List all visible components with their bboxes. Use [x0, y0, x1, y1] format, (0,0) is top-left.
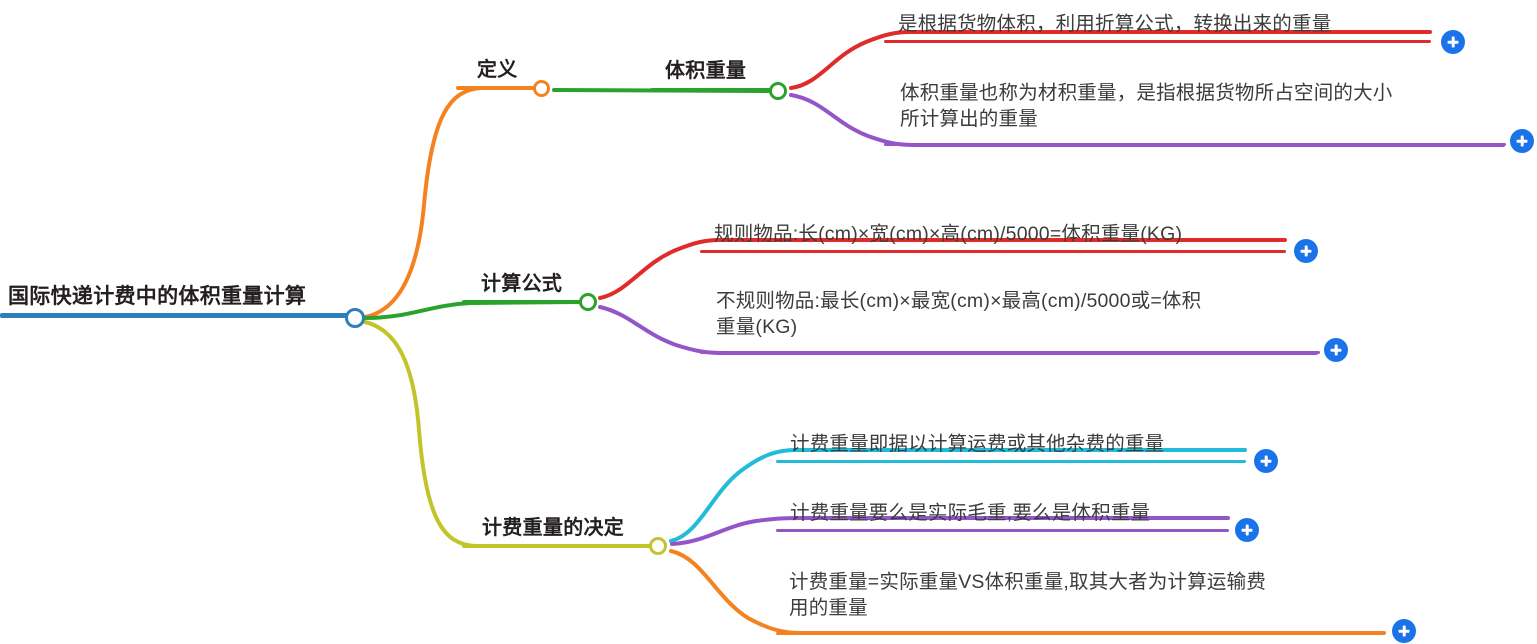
leaf-underline-decision-1 — [776, 460, 1246, 463]
expand-button-decision-3[interactable] — [1392, 619, 1416, 643]
edge-decision-to-leaf1 — [669, 448, 1247, 543]
expand-button-definition-1[interactable] — [1441, 30, 1465, 54]
branch-dot-definition[interactable] — [533, 80, 550, 97]
leaf-underline-formula-1 — [700, 250, 1286, 253]
branch-label-definition[interactable]: 定义 — [477, 59, 518, 81]
branch-dot-volume-weight[interactable] — [769, 82, 787, 100]
branch-label-volume-weight[interactable]: 体积重量 — [665, 60, 747, 82]
expand-button-formula-1[interactable] — [1294, 239, 1318, 263]
branch-dot-formula[interactable] — [579, 293, 597, 311]
leaf-underline-formula-2 — [700, 351, 1320, 354]
leaf-underline-decision-3 — [776, 632, 1385, 635]
leaf-label-formula-2[interactable]: 不规则物品:最长(cm)×最宽(cm)×最高(cm)/5000或=体积 重量(K… — [716, 290, 1202, 338]
expand-button-decision-1[interactable] — [1254, 449, 1278, 473]
branch-dot-decision[interactable] — [649, 537, 667, 555]
expand-button-decision-2[interactable] — [1235, 518, 1259, 542]
leaf-label-decision-3[interactable]: 计费重量=实际重量VS体积重量,取其大者为计算运输费 用的重量 — [789, 571, 1267, 619]
leaf-label-definition-2[interactable]: 体积重量也称为材积重量，是指根据货物所占空间的大小 所计算出的重量 — [900, 82, 1393, 130]
leaf-underline-definition-1 — [884, 40, 1431, 43]
leaf-label-decision-2[interactable]: 计费重量要么是实际毛重,要么是体积重量 — [790, 502, 1151, 524]
root-node-label[interactable]: 国际快递计费中的体积重量计算 — [8, 285, 307, 308]
edge-root-to-decision — [363, 320, 650, 548]
root-underline — [0, 313, 356, 318]
branch-underline-formula — [462, 300, 586, 304]
branch-underline-decision — [462, 544, 656, 548]
leaf-underline-definition-2 — [884, 143, 1506, 146]
root-node-dot[interactable] — [345, 308, 365, 328]
branch-underline-volume-weight — [650, 88, 772, 92]
leaf-label-definition-1[interactable]: 是根据货物体积，利用折算公式，转换出来的重量 — [898, 13, 1332, 35]
branch-label-decision[interactable]: 计费重量的决定 — [482, 517, 625, 539]
leaf-underline-decision-2 — [776, 529, 1229, 532]
expand-button-definition-2[interactable] — [1510, 129, 1534, 153]
branch-underline-definition — [456, 86, 536, 90]
branch-label-formula[interactable]: 计算公式 — [481, 273, 563, 295]
leaf-label-formula-1[interactable]: 规则物品:长(cm)×宽(cm)×高(cm)/5000=体积重量(KG) — [714, 223, 1183, 245]
edge-root-to-formula — [363, 300, 580, 320]
leaf-label-decision-1[interactable]: 计费重量即据以计算运费或其他杂费的重量 — [790, 433, 1165, 455]
expand-button-formula-2[interactable] — [1324, 338, 1348, 362]
